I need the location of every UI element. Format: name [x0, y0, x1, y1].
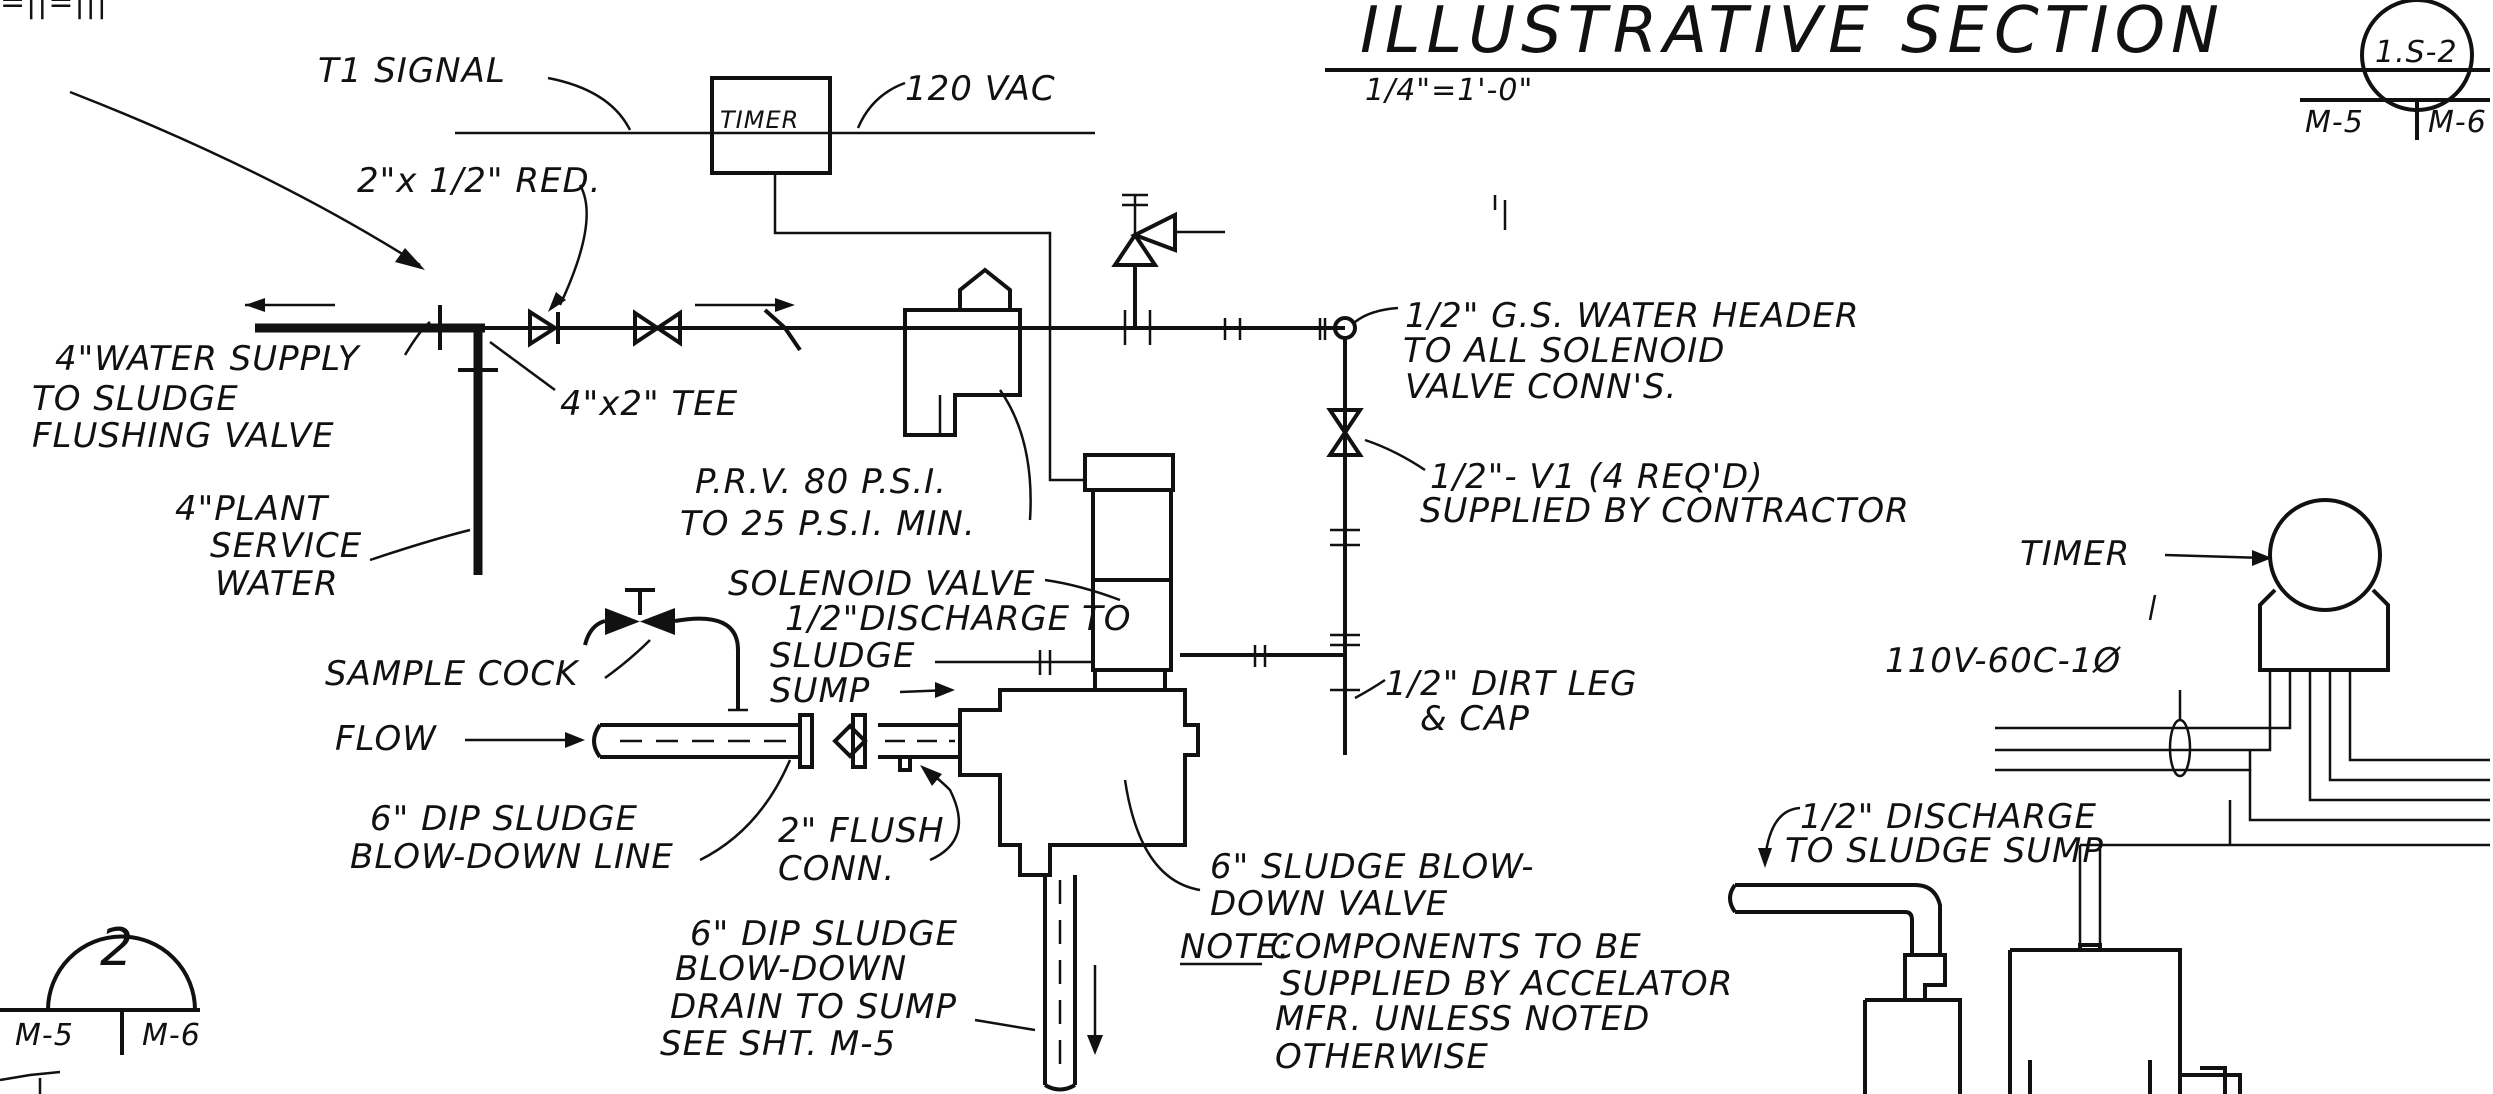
label-dirt-leg-1: & CAP [1420, 699, 1530, 739]
label-water-supply: 4"WATER SUPPLY TO SLUDGE FLUSHING VALVE [32, 339, 361, 456]
title-block: ILLUSTRATIVE SECTION 1/4"=1'-0" 1.S-2 M-… [1325, 0, 2490, 140]
svg-text:BLOW-DOWN LINE: BLOW-DOWN LINE [350, 837, 674, 877]
label-header: 1/2" G.S. WATER HEADER TO ALL SOLENOID V… [1403, 296, 1860, 407]
svg-text:TO SLUDGE: TO SLUDGE [32, 379, 239, 419]
label-discharge-right: 1/2" DISCHARGE TO SLUDGE SUMP [1785, 797, 2104, 871]
svg-text:6" DIP SLUDGE: 6" DIP SLUDGE [690, 914, 958, 954]
label-t1-signal: T1 SIGNAL [318, 51, 506, 91]
svg-text:FLUSHING VALVE: FLUSHING VALVE [32, 416, 335, 456]
section-tag-id: 1.S-2 [2375, 35, 2458, 70]
prv-assembly [903, 267, 1022, 437]
gate-valve-icon [633, 309, 682, 347]
solenoid-valve [1083, 453, 1175, 692]
detail-tag-id: 2 [100, 918, 133, 978]
note-block: NOTE: COMPONENTS TO BE SUPPLIED BY ACCEL… [1180, 927, 1733, 1077]
corner-mark: =||=||| [0, 0, 108, 20]
svg-text:1/2" DISCHARGE: 1/2" DISCHARGE [1800, 797, 2097, 837]
label-drain: 6" DIP SLUDGE BLOW-DOWN DRAIN TO SUMP SE… [660, 914, 958, 1064]
label-power: 110V-60C-1Ø [1885, 641, 2121, 681]
svg-text:COMPONENTS TO BE: COMPONENTS TO BE [1270, 927, 1642, 967]
svg-text:VALVE CONN'S.: VALVE CONN'S. [1405, 367, 1677, 407]
timer-box [710, 76, 832, 175]
label-dip-line: 6" DIP SLUDGE BLOW-DOWN LINE [350, 799, 674, 877]
label-plant-service: 4"PLANT SERVICE WATER [175, 489, 362, 604]
svg-text:2" FLUSH: 2" FLUSH [778, 811, 945, 851]
svg-text:6" DIP SLUDGE: 6" DIP SLUDGE [370, 799, 638, 839]
prv-icon [903, 308, 1022, 437]
note-head: NOTE: [1180, 927, 1291, 967]
label-tee: 4"x2" TEE [560, 384, 738, 424]
svg-text:1/2"- V1 (4 REQ'D): 1/2"- V1 (4 REQ'D) [1430, 457, 1764, 497]
label-discharge-sump: 1/2"DISCHARGE TO SLUDGE SUMP [770, 599, 1132, 711]
globe-valve-icon [1326, 408, 1364, 457]
section-tag-ref-left: M-5 [2305, 105, 2364, 140]
svg-text:TO SLUDGE SUMP: TO SLUDGE SUMP [1785, 831, 2104, 871]
label-flush-conn: 2" FLUSH CONN. [778, 811, 945, 889]
svg-text:TO ALL SOLENOID: TO ALL SOLENOID [1403, 331, 1725, 371]
detail-tag: 2 M-5 M-6 [0, 918, 201, 1094]
section-tag: 1.S-2 M-5 M-6 [2300, 0, 2490, 140]
svg-text:4"PLANT: 4"PLANT [175, 489, 329, 529]
section-tag-ref-right: M-6 [2428, 105, 2487, 140]
svg-text:SUPPLIED BY CONTRACTOR: SUPPLIED BY CONTRACTOR [1420, 491, 1910, 531]
svg-text:1/2" G.S. WATER HEADER: 1/2" G.S. WATER HEADER [1405, 296, 1860, 336]
label-blowdown-valve: 6" SLUDGE BLOW- DOWN VALVE [1210, 847, 1535, 924]
water-supply-piping [245, 298, 1345, 575]
blowdown-valve-body [958, 688, 1200, 877]
relief-valve [1111, 193, 1225, 345]
detail-tag-ref-right: M-6 [142, 1018, 201, 1053]
svg-text:CONN.: CONN. [778, 849, 895, 889]
svg-text:DRAIN TO SUMP: DRAIN TO SUMP [670, 987, 957, 1027]
timer-dial [2268, 498, 2382, 612]
label-v1: 1/2"- V1 (4 REQ'D) SUPPLIED BY CONTRACTO… [1420, 457, 1910, 531]
svg-text:DOWN VALVE: DOWN VALVE [1210, 884, 1448, 924]
svg-text:BLOW-DOWN: BLOW-DOWN [675, 949, 907, 989]
check-valve-icon [528, 308, 560, 348]
svg-text:TO 25 P.S.I. MIN.: TO 25 P.S.I. MIN. [680, 504, 976, 544]
svg-text:4"WATER SUPPLY: 4"WATER SUPPLY [55, 339, 361, 379]
right-sump-equipment [1728, 883, 2242, 1094]
svg-text:MFR. UNLESS NOTED: MFR. UNLESS NOTED [1275, 999, 1650, 1039]
blowdown-piping: FLOW [335, 688, 1200, 1092]
label-120-vac: 120 VAC [905, 69, 1056, 109]
drawing-scale: 1/4"=1'-0" [1365, 73, 1533, 108]
svg-text:SEE SHT. M-5: SEE SHT. M-5 [660, 1024, 896, 1064]
label-prv: P.R.V. 80 P.S.I. TO 25 P.S.I. MIN. [680, 462, 976, 544]
detail-tag-ref-left: M-5 [15, 1018, 74, 1053]
label-dirt-leg-0: 1/2" DIRT LEG [1385, 664, 1637, 704]
drawing-title: ILLUSTRATIVE SECTION [1360, 0, 2225, 68]
right-timer-assembly: TIMER 110V-60C-1Ø [1885, 498, 2490, 945]
svg-text:OTHERWISE: OTHERWISE [1275, 1037, 1489, 1077]
label-timer-right: TIMER [2020, 534, 2130, 574]
svg-text:P.R.V. 80 P.S.I.: P.R.V. 80 P.S.I. [695, 462, 947, 502]
label-sample-cock: SAMPLE COCK [325, 654, 580, 694]
svg-text:1/2"DISCHARGE TO: 1/2"DISCHARGE TO [785, 599, 1132, 639]
timer-box-label: TIMER [720, 106, 799, 134]
svg-text:SUMP: SUMP [770, 671, 870, 711]
svg-text:6" SLUDGE BLOW-: 6" SLUDGE BLOW- [1210, 847, 1535, 887]
sample-cock [583, 588, 748, 712]
label-solenoid: SOLENOID VALVE [728, 564, 1035, 604]
svg-text:SERVICE: SERVICE [210, 526, 362, 566]
timer-assembly: TIMER T1 SIGNAL 120 VAC [318, 51, 1095, 482]
svg-text:SLUDGE: SLUDGE [770, 636, 915, 676]
svg-text:SUPPLIED BY ACCELATOR: SUPPLIED BY ACCELATOR [1280, 964, 1733, 1004]
label-reducer: 2"x 1/2" RED. [357, 161, 601, 201]
svg-text:WATER: WATER [215, 564, 339, 604]
label-flow: FLOW [335, 719, 437, 759]
header-piping [1180, 316, 1364, 755]
